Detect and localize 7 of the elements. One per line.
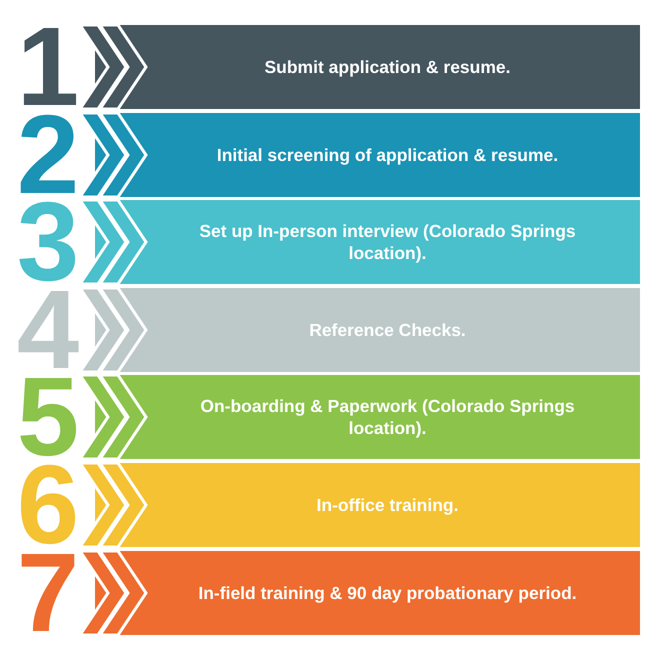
step-text: In-office training. [316,494,458,516]
step-text: Submit application & resume. [264,56,511,78]
step-text: Reference Checks. [309,318,466,341]
step-text: On-boarding & Paperwork (Colorado Springs location). [199,395,576,440]
step-text: In-field training & 90 day probationary period. [198,582,577,604]
step-text: Initial screening of application & resume. [216,144,558,166]
step-text: Set up In-person interview (Colorado Springs location). [198,220,577,264]
